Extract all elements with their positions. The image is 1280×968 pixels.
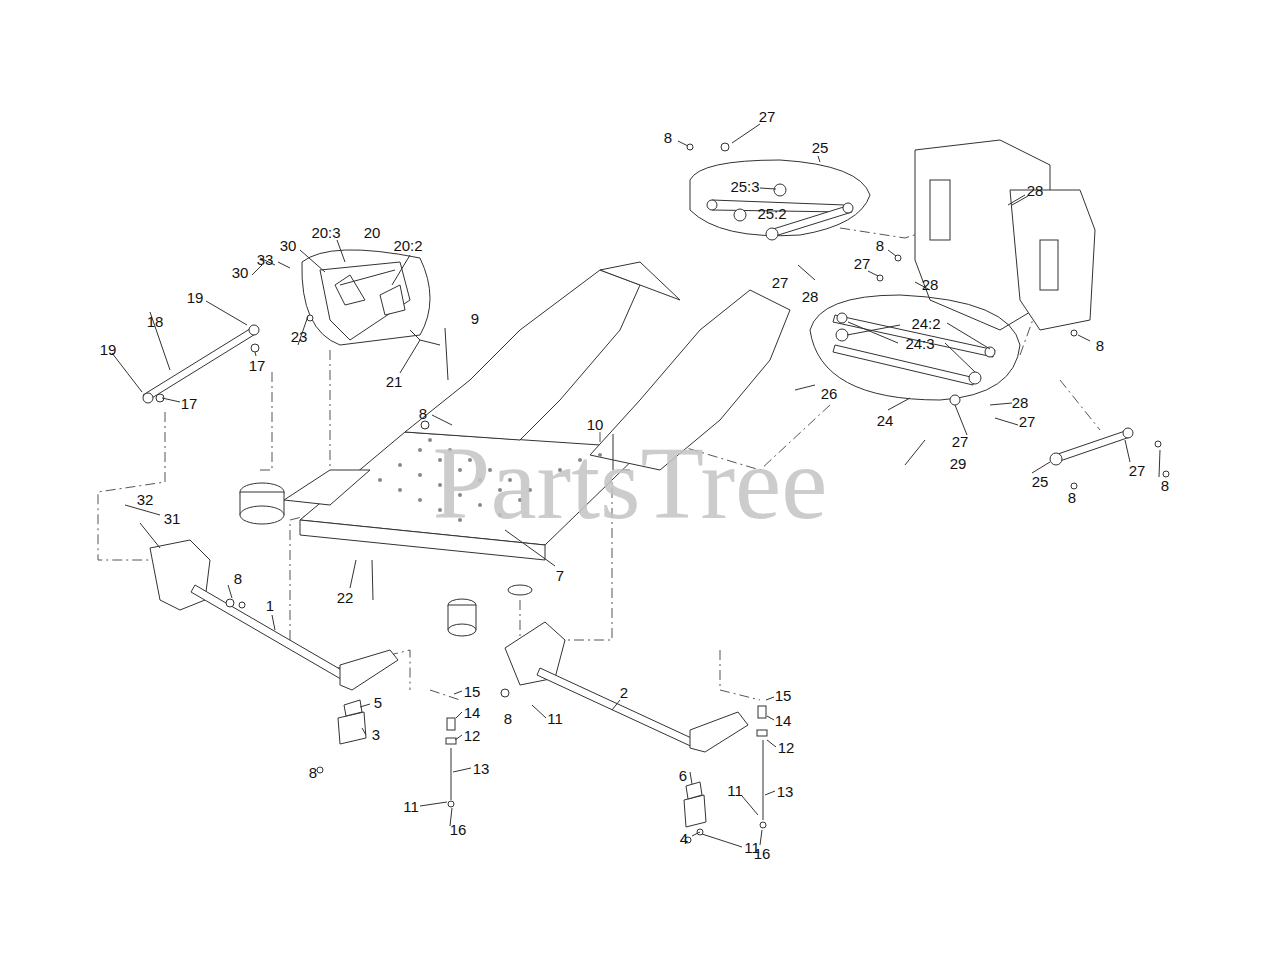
callout-number: 31 [164,510,181,527]
callout-number: 12 [464,727,481,744]
callout-number: 4 [680,830,688,847]
callout-number: 19 [100,341,117,358]
callout-number: 2 [620,684,628,701]
callout-number: 30 [280,237,297,254]
callout-number: 5 [374,694,382,711]
callout-number: 12 [778,739,795,756]
callout-number: 27 [952,433,969,450]
callout-number: 3 [372,726,380,743]
callout-number: 16 [450,821,467,838]
callout-number: 1 [266,597,274,614]
callout-number: 30 [232,264,249,281]
callout-number: 32 [137,491,154,508]
callout-number: 25 [1032,473,1049,490]
callout-number: 8 [309,764,317,781]
callout-number: 8 [504,710,512,727]
callout-number: 24:3 [905,335,934,352]
callout-number: 8 [876,237,884,254]
callout-number: 16 [754,845,771,862]
callout-number: 27 [854,255,871,272]
callout-number: 13 [777,783,794,800]
callout-number: 25:3 [730,178,759,195]
callout-number: 27 [1129,462,1146,479]
callout-number: 24 [877,412,894,429]
callout-number: 27 [759,108,776,125]
callout-number: 25 [812,139,829,156]
callout-number: 8 [1068,489,1076,506]
callout-number: 23 [291,328,308,345]
callout-number: 17 [181,395,198,412]
callout-number: 15 [464,683,481,700]
callout-number: 11 [727,782,743,799]
callout-number: 22 [337,589,354,606]
callout-number: 27 [772,274,789,291]
callout-number: 21 [386,373,403,390]
callout-number: 24:2 [911,315,940,332]
callout-number: 17 [249,357,266,374]
callout-number: 9 [471,310,479,327]
callout-number: 14 [464,704,481,721]
callout-number: 18 [147,313,164,330]
callout-number: 15 [775,687,792,704]
callout-number: 7 [556,567,564,584]
callout-number: 20 [364,224,381,241]
callout-number: 28 [802,288,819,305]
callout-number: 8 [1161,477,1169,494]
callout-number: 28 [1027,182,1044,199]
callout-number: 19 [187,289,204,306]
callout-number: 33 [257,251,274,268]
callout-number: 11 [547,710,563,727]
callout-number: 8 [1096,337,1104,354]
callout-number: 14 [775,712,792,729]
callout-number: 8 [234,570,242,587]
callout-number: 26 [821,385,838,402]
callout-number: 29 [950,455,967,472]
callout-number: 20:3 [311,224,340,241]
callout-number: 6 [679,767,687,784]
callout-number: 20:2 [393,237,422,254]
callout-number: 27 [1019,413,1036,430]
callout-number: 28 [922,276,939,293]
callout-number: 28 [1012,394,1029,411]
watermark: PartsTree [433,428,828,538]
callout-number: 25:2 [757,205,786,222]
callout-number: 8 [419,405,427,422]
callout-number: 8 [664,129,672,146]
callout-number: 13 [473,760,490,777]
callout-number: 11 [403,798,419,815]
